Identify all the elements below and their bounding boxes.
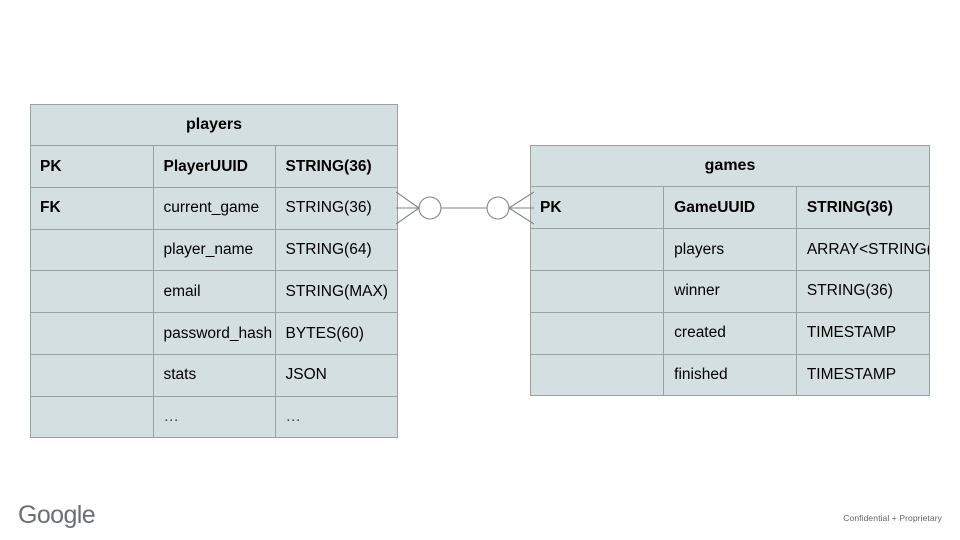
players-field-player-name: player_name	[152, 228, 276, 272]
left-crowsfoot-prong-bottom	[396, 207, 420, 225]
games-title-row: games	[531, 146, 929, 188]
players-key-current-game: FK	[31, 186, 154, 230]
games-field-finished: finished	[663, 353, 797, 395]
players-row-more[interactable]: … …	[31, 395, 397, 437]
games-field-created: created	[663, 311, 797, 355]
games-type-players: ARRAY<STRING(36)>	[795, 228, 929, 271]
entity-table-players[interactable]: players PK PlayerUUID STRING(36) FK curr…	[30, 104, 398, 438]
players-key-email	[31, 270, 154, 314]
players-type-player-name: STRING(64)	[274, 228, 397, 272]
players-type-email: STRING(MAX)	[274, 270, 397, 314]
games-key-created	[531, 311, 665, 355]
players-type-more: …	[274, 395, 397, 437]
games-title: games	[531, 146, 929, 188]
right-optional-circle	[486, 196, 510, 220]
right-crowsfoot-prong-bottom	[508, 207, 534, 225]
games-field-players: players	[663, 228, 797, 271]
players-field-more: …	[152, 395, 276, 437]
games-type-finished: TIMESTAMP	[795, 353, 929, 395]
players-key-player-name	[31, 228, 154, 272]
games-row-finished[interactable]: finished TIMESTAMP	[531, 353, 929, 395]
games-field-winner: winner	[663, 269, 797, 313]
players-type-password-hash: BYTES(60)	[274, 312, 397, 355]
players-row-password-hash[interactable]: password_hash BYTES(60)	[31, 312, 397, 355]
players-title-row: players	[31, 105, 397, 147]
games-type-created: TIMESTAMP	[795, 311, 929, 355]
players-field-current-game: current_game	[152, 186, 276, 230]
players-key-password-hash	[31, 312, 154, 355]
games-type-winner: STRING(36)	[795, 269, 929, 313]
players-key-stats	[31, 354, 154, 397]
games-key-gameuuid: PK	[531, 186, 665, 230]
games-row-winner[interactable]: winner STRING(36)	[531, 269, 929, 313]
players-field-email: email	[152, 270, 276, 314]
players-key-more	[31, 395, 154, 437]
games-key-players	[531, 228, 665, 271]
games-type-gameuuid: STRING(36)	[795, 186, 929, 230]
entity-table-games[interactable]: games PK GameUUID STRING(36) players ARR…	[530, 145, 930, 396]
games-key-finished	[531, 353, 665, 395]
relationship-connector-players-games[interactable]	[396, 184, 534, 232]
players-field-playeruuid: PlayerUUID	[152, 145, 276, 188]
right-crowsfoot-prong-top	[508, 191, 534, 209]
games-table: games PK GameUUID STRING(36) players ARR…	[531, 146, 929, 395]
players-field-password-hash: password_hash	[152, 312, 276, 355]
players-title: players	[31, 105, 397, 147]
google-logo: Google	[18, 501, 96, 529]
players-field-stats: stats	[152, 354, 276, 397]
games-field-gameuuid: GameUUID	[663, 186, 797, 230]
games-row-gameuuid[interactable]: PK GameUUID STRING(36)	[531, 186, 929, 230]
players-table: players PK PlayerUUID STRING(36) FK curr…	[31, 105, 397, 437]
left-optional-circle	[418, 196, 442, 220]
players-row-email[interactable]: email STRING(MAX)	[31, 270, 397, 314]
games-row-players[interactable]: players ARRAY<STRING(36)>	[531, 228, 929, 271]
left-crowsfoot-prong-top	[396, 191, 420, 209]
players-type-current-game: STRING(36)	[274, 186, 397, 230]
players-type-stats: JSON	[274, 354, 397, 397]
games-row-created[interactable]: created TIMESTAMP	[531, 311, 929, 355]
confidentiality-notice: Confidential + Proprietary	[843, 513, 942, 523]
players-row-player-name[interactable]: player_name STRING(64)	[31, 228, 397, 272]
players-row-playeruuid[interactable]: PK PlayerUUID STRING(36)	[31, 145, 397, 188]
players-row-current-game[interactable]: FK current_game STRING(36)	[31, 186, 397, 230]
players-type-playeruuid: STRING(36)	[274, 145, 397, 188]
players-row-stats[interactable]: stats JSON	[31, 354, 397, 397]
games-key-winner	[531, 269, 665, 313]
players-key-playeruuid: PK	[31, 145, 154, 188]
